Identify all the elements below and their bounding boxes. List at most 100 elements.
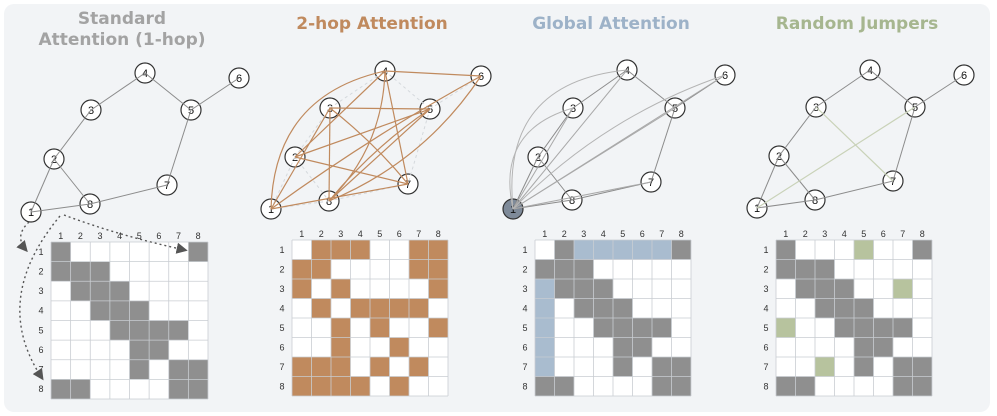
edge-3-7 [815,106,894,182]
matrix-cell [613,318,633,338]
matrix-col-label: 1 [58,231,63,241]
edge-2-4 [294,70,386,158]
matrix-cell [815,259,835,279]
matrix-row-label: 3 [279,284,284,294]
matrix-cell [593,240,613,260]
edge-2-8 [537,156,573,201]
node-label: 7 [164,180,170,192]
matrix-cell [776,376,796,396]
edge-2-5 [294,108,431,158]
matrix-cell [311,298,331,318]
panel-global: Global Attention123456781234567812345678 [502,14,736,397]
edge-1-5 [756,106,916,209]
matrix-cell [893,279,913,299]
matrix-row-label: 8 [38,384,43,394]
matrix-cell [90,261,110,282]
matrix-cell [815,298,835,318]
matrix-col-label: 2 [78,231,83,241]
matrix-cell [129,340,150,360]
edge-2-3 [294,107,331,158]
edge-4-5 [384,70,431,110]
matrix-cell [370,318,390,338]
matrix-col-label: 6 [397,229,402,239]
figure-background [4,4,990,412]
node-label: 8 [87,199,93,211]
node-label: 3 [88,105,94,117]
node-label: 3 [813,102,819,114]
edge-1-4 [512,69,628,210]
matrix-cell [409,240,429,260]
matrix-cell [70,261,91,282]
matrix-cell [311,259,331,279]
edge-1-2 [512,156,539,210]
matrix-cell [90,281,110,301]
matrix-cell [535,259,555,279]
matrix-row-label: 4 [522,303,527,313]
matrix-cell [873,337,893,357]
matrix-cell [109,281,130,301]
edge-1-3 [512,107,574,210]
matrix-row-label: 2 [38,266,43,276]
matrix-cell [854,337,874,357]
matrix-cell [854,298,874,318]
matrix-cell [350,298,370,318]
matrix-col-label: 3 [98,231,103,241]
curved-edge-1-6 [270,75,482,210]
node-label: 1 [754,203,760,215]
edge-5-6 [429,75,482,110]
matrix-row-label: 1 [763,245,768,255]
matrix-cell [428,259,448,279]
matrix-cell [292,357,312,377]
matrix-cell [350,240,370,260]
matrix-row-label: 7 [763,362,768,372]
edge-2-3 [537,107,574,158]
edge-8-5 [328,108,431,202]
matrix-row-label: 4 [279,303,284,313]
matrix-cell [70,281,91,301]
edge-4-5 [626,69,676,109]
node-label: 4 [142,68,148,80]
matrix-row-label: 2 [522,264,527,274]
node-label: 1 [510,204,516,216]
matrix-row-label: 5 [763,323,768,333]
matrix-cell [331,357,351,377]
matrix-col-label: 3 [338,229,343,239]
panel-title: 2-hop Attention [296,14,448,34]
node-label: 7 [648,177,654,189]
edge-1-2 [30,158,55,213]
matrix-cell [912,376,932,396]
matrix-row-label: 4 [763,303,768,313]
matrix-cell [652,357,672,377]
curved-edge-8-6 [328,75,482,202]
node-label: 7 [405,179,411,191]
curved-edge-1-4 [270,70,386,210]
matrix-cell [409,259,429,279]
curved-edge-1-3 [509,107,574,210]
matrix-cell [370,298,390,318]
node-label: 6 [722,70,728,82]
matrix-cell [331,318,351,338]
edge-3-8 [328,107,331,202]
matrix-col-label: 7 [416,229,421,239]
matrix-col-label: 8 [679,229,684,239]
matrix-row-label: 4 [38,306,43,316]
matrix-cell [613,357,633,377]
edge-5-6 [914,74,965,108]
matrix-row-label: 5 [38,325,43,335]
matrix-cell [292,279,312,299]
matrix-cell [834,318,854,338]
matrix-cell [815,357,835,377]
matrix-cell [873,318,893,338]
edge-2-7 [294,156,409,185]
node-label: 6 [961,70,967,82]
matrix-cell [795,279,815,299]
edge-1-6 [512,74,726,210]
matrix-col-label: 8 [196,231,201,241]
matrix-cell [671,240,691,260]
matrix-row-label: 3 [38,286,43,296]
edge-7-8 [814,180,894,201]
